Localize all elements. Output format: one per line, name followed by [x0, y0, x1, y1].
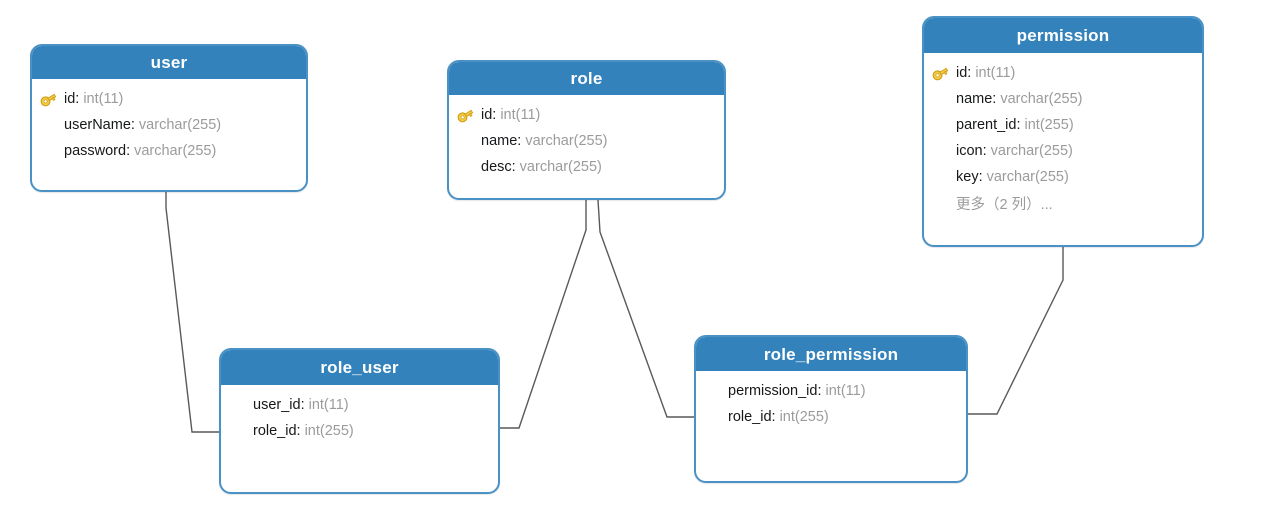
more-columns-label: 更多（2 列）...: [956, 196, 1053, 213]
column-type: varchar(255): [138, 117, 222, 133]
key-placeholder: [457, 157, 481, 177]
column-row[interactable]: parent_id : int(255): [924, 112, 1202, 138]
entity-permission-columns: id : int(11) name : varchar(255) parent_…: [924, 53, 1202, 216]
column-name: password: [64, 143, 127, 159]
column-type: varchar(255): [986, 169, 1069, 185]
key-placeholder: [704, 407, 728, 427]
column-type: int(255): [1024, 117, 1074, 133]
column-name: userName: [64, 117, 131, 133]
column-name: id: [956, 65, 968, 81]
column-separator: :: [992, 91, 997, 107]
column-name: role_id: [728, 409, 772, 425]
entity-role[interactable]: role id : int(11): [447, 60, 726, 200]
column-type: int(11): [975, 65, 1016, 81]
link-role-role-permission[interactable]: [597, 199, 694, 418]
column-name: id: [64, 91, 76, 107]
key-placeholder: [932, 115, 956, 135]
column-row[interactable]: password : varchar(255): [32, 138, 306, 164]
column-name: permission_id: [728, 383, 818, 399]
column-row[interactable]: key : varchar(255): [924, 164, 1202, 190]
column-separator: :: [817, 383, 822, 399]
key-placeholder: [704, 381, 728, 401]
column-type: int(11): [500, 107, 541, 123]
entity-role-permission[interactable]: role_permission permission_id : int(11) …: [694, 335, 968, 483]
column-row[interactable]: role_id : int(255): [696, 404, 966, 430]
column-type: int(255): [304, 423, 354, 439]
column-separator: :: [1016, 117, 1021, 133]
column-separator: :: [978, 169, 983, 185]
column-separator: :: [492, 107, 497, 123]
link-user-role-user[interactable]: [165, 192, 219, 433]
column-type: int(11): [825, 383, 866, 399]
column-row[interactable]: user_id : int(11): [221, 392, 498, 418]
column-separator: :: [300, 397, 305, 413]
entity-role-title: role: [449, 62, 724, 95]
column-row[interactable]: name : varchar(255): [924, 86, 1202, 112]
column-name: name: [956, 91, 993, 107]
key-placeholder: [229, 395, 253, 415]
column-row[interactable]: icon : varchar(255): [924, 138, 1202, 164]
more-columns-row[interactable]: 更多（2 列）...: [924, 190, 1202, 216]
column-name: role_id: [253, 423, 297, 439]
column-separator: :: [771, 409, 776, 425]
column-separator: :: [982, 143, 987, 159]
column-name: icon: [956, 143, 983, 159]
column-type: varchar(255): [519, 159, 602, 175]
column-type: int(11): [83, 91, 124, 107]
column-separator: :: [511, 159, 516, 175]
key-placeholder: [229, 421, 253, 441]
column-row[interactable]: permission_id : int(11): [696, 378, 966, 404]
column-name: key: [956, 169, 979, 185]
column-name: parent_id: [956, 117, 1017, 133]
entity-role-permission-columns: permission_id : int(11) role_id : int(25…: [696, 371, 966, 430]
column-type: varchar(255): [525, 133, 608, 149]
key-placeholder: [932, 141, 956, 161]
key-placeholder: [932, 167, 956, 187]
entity-user-columns: id : int(11) userName : varchar(255) pas…: [32, 79, 306, 164]
column-separator: :: [967, 65, 972, 81]
column-row[interactable]: role_id : int(255): [221, 418, 498, 444]
column-name: name: [481, 133, 518, 149]
column-type: int(255): [779, 409, 829, 425]
entity-role-user-columns: user_id : int(11) role_id : int(255): [221, 385, 498, 444]
column-row[interactable]: userName : varchar(255): [32, 112, 306, 138]
entity-role-columns: id : int(11) name : varchar(255) desc : …: [449, 95, 724, 180]
column-row[interactable]: id : int(11): [32, 86, 306, 112]
column-separator: :: [296, 423, 301, 439]
column-name: desc: [481, 159, 512, 175]
link-role-role-user[interactable]: [500, 200, 587, 429]
column-separator: :: [130, 117, 135, 133]
column-type: varchar(255): [990, 143, 1073, 159]
primary-key-icon: [932, 63, 956, 83]
key-placeholder: [40, 115, 64, 135]
column-separator: :: [517, 133, 522, 149]
column-row[interactable]: id : int(11): [449, 102, 724, 128]
key-placeholder: [932, 89, 956, 109]
column-name: id: [481, 107, 493, 123]
primary-key-icon: [457, 105, 481, 125]
column-type: varchar(255): [134, 143, 217, 159]
entity-role-user[interactable]: role_user user_id : int(11) role_id : in…: [219, 348, 500, 494]
column-name: user_id: [253, 397, 301, 413]
link-permission-role-permission[interactable]: [968, 247, 1064, 415]
column-type: varchar(255): [1000, 91, 1083, 107]
column-separator: :: [75, 91, 80, 107]
key-placeholder: [40, 141, 64, 161]
key-placeholder: [932, 193, 956, 213]
key-placeholder: [457, 131, 481, 151]
entity-user[interactable]: user id : int(11): [30, 44, 308, 192]
entity-role-permission-title: role_permission: [696, 337, 966, 371]
entity-role-user-title: role_user: [221, 350, 498, 385]
column-row[interactable]: id : int(11): [924, 60, 1202, 86]
primary-key-icon: [40, 89, 64, 109]
entity-permission[interactable]: permission id : int(11): [922, 16, 1204, 247]
entity-permission-title: permission: [924, 18, 1202, 53]
column-separator: :: [126, 143, 131, 159]
entity-user-title: user: [32, 46, 306, 79]
column-row[interactable]: desc : varchar(255): [449, 154, 724, 180]
column-type: int(11): [308, 397, 349, 413]
column-row[interactable]: name : varchar(255): [449, 128, 724, 154]
